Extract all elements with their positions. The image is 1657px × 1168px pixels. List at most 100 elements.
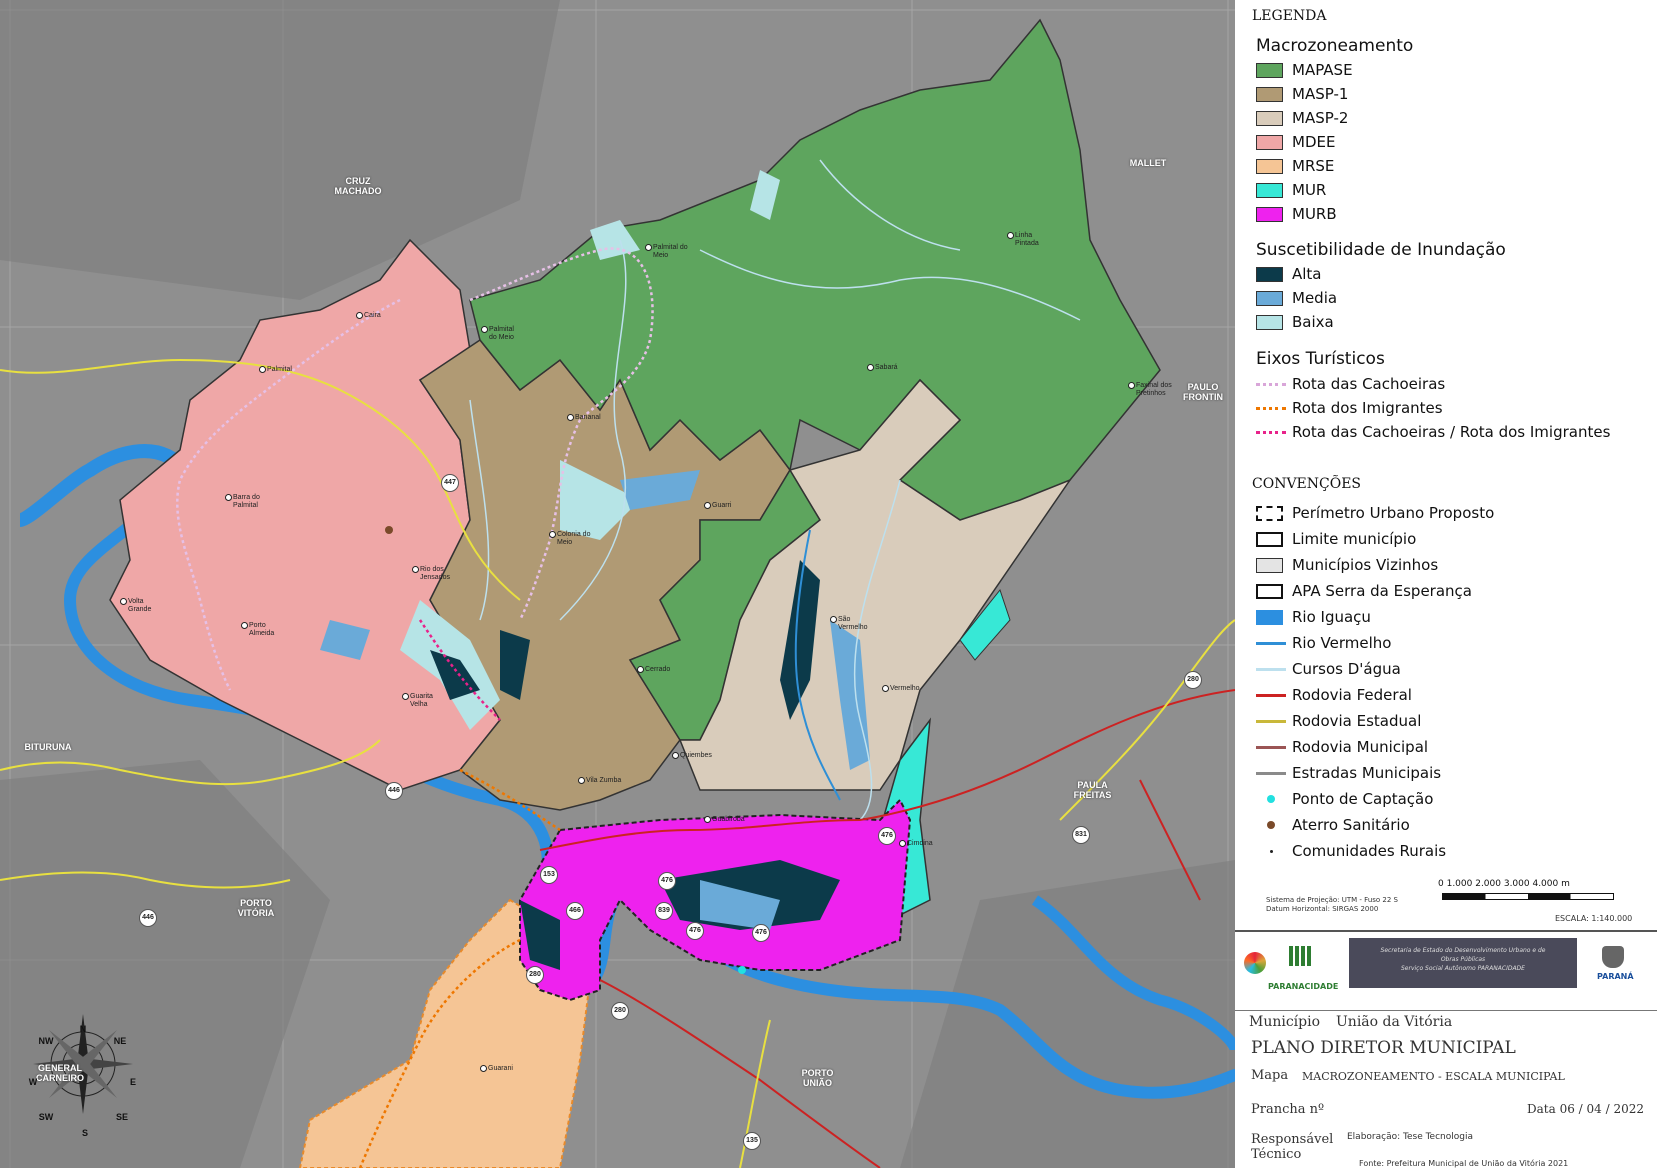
tourism-title: Eixos Turísticos [1256, 349, 1385, 369]
prancha-label: Prancha nº [1251, 1102, 1325, 1117]
legend-label: MUR [1292, 181, 1327, 199]
place-label: Palmital do Meio [481, 326, 519, 342]
place-label: Sabará [867, 364, 915, 372]
legend-row-convention: Perímetro Urbano Proposto [1256, 503, 1494, 523]
legend-label: Comunidades Rurais [1292, 842, 1447, 860]
zone-masp2 [678, 378, 1073, 791]
rota-imigrantes [358, 768, 561, 1168]
place-label: Caira [356, 312, 394, 320]
conventions-title: CONVENÇÕES [1252, 476, 1362, 492]
legend-label: Estradas Municipais [1292, 764, 1442, 782]
road-shield: 135 [743, 1132, 761, 1150]
legend-label: Ponto de Captação [1292, 790, 1434, 808]
road-shield: 447 [441, 474, 459, 492]
place-label: Palmital [259, 366, 297, 374]
rota-cachoeiras-imigrantes [418, 619, 501, 721]
legend-row-flood: Media [1256, 288, 1337, 308]
swatch [1256, 206, 1283, 222]
symbol [1256, 745, 1286, 749]
legend-row-macrozone: MASP-2 [1256, 108, 1348, 128]
road-shield: 476 [658, 872, 676, 890]
label-general-carneiro: GENERAL CARNEIRO [35, 1063, 84, 1083]
legend-row-macrozone: MDEE [1256, 132, 1335, 152]
paranacidade-logo-text: PARANACIDADE [1268, 982, 1339, 991]
label-porto-uniao: PORTO UNIÃO [801, 1068, 834, 1088]
legend-label: MRSE [1292, 157, 1335, 175]
legend-row-macrozone: MASP-1 [1256, 84, 1348, 104]
swatch [1256, 110, 1283, 126]
legend-row-convention: Estradas Municipais [1256, 763, 1441, 783]
mapa-value: MACROZONEAMENTO - ESCALA MUNICIPAL [1302, 1070, 1565, 1083]
flood-title: Suscetibilidade de Inundação [1256, 240, 1506, 260]
place-label: Barra do Palmital [225, 494, 273, 510]
place-label: Guarri [704, 502, 752, 510]
road-shield: 446 [139, 909, 157, 927]
zone-mur-north [959, 588, 1011, 661]
legend-row-convention: Rio Iguaçu [1256, 607, 1371, 627]
compass-ne: NE [113, 1036, 127, 1046]
swatch [1256, 62, 1283, 78]
place-label: Guarita Velha [402, 693, 450, 709]
legend-label: Rodovia Federal [1292, 686, 1412, 704]
legend-title: LEGENDA [1252, 8, 1327, 24]
symbol [1256, 583, 1283, 599]
scale-bar [1442, 893, 1614, 900]
legend-label: APA Serra da Esperança [1292, 582, 1472, 600]
symbol [1256, 505, 1283, 521]
place-label: Porto Almeida [241, 622, 289, 638]
place-label: Vila Zumba [578, 777, 626, 785]
legend-row-convention: Municípios Vizinhos [1256, 555, 1438, 575]
legend-row-tourism: Rota das Cachoeiras / Rota dos Imigrante… [1256, 422, 1610, 442]
place-label: São Vermelho [830, 616, 878, 632]
label-porto-vitoria: PORTO VITÓRIA [237, 898, 275, 918]
legend-label: Rota das Cachoeiras / Rota dos Imigrante… [1292, 423, 1611, 441]
legend-row-convention: Rodovia Municipal [1256, 737, 1428, 757]
road-shield: 280 [611, 1002, 629, 1020]
place-label: Palmital do Meio [645, 244, 693, 260]
symbol [1256, 641, 1286, 645]
compass-w: W [28, 1077, 38, 1087]
roads [0, 358, 1235, 1168]
rio-iguacu-west [18, 444, 191, 527]
compass-s: S [81, 1128, 88, 1138]
municipio-value: União da Vitória [1336, 1014, 1453, 1030]
symbol [1256, 667, 1286, 671]
parana-logo-text: PARANÁ [1597, 972, 1634, 981]
aterro-sanitario-marker [385, 526, 393, 534]
place-label: Cimdina [899, 840, 947, 848]
map-canvas[interactable]: CRUZ MACHADO MALLET PAULO FRONTIN BITURU… [0, 0, 1235, 1168]
road-shield: 446 [385, 782, 403, 800]
flood-zones [320, 170, 870, 970]
symbol [1256, 849, 1286, 853]
legend-row-convention: Cursos D'água [1256, 659, 1401, 679]
legend-row-convention: Rodovia Federal [1256, 685, 1412, 705]
legend-row-macrozone: MRSE [1256, 156, 1334, 176]
legend-label: MAPASE [1292, 61, 1353, 79]
swatch [1256, 158, 1283, 174]
swatch [1256, 182, 1283, 198]
symbol [1256, 821, 1286, 829]
legend-label: Media [1292, 289, 1338, 307]
swatch [1256, 266, 1283, 282]
place-label: Guabiroba [704, 816, 752, 824]
symbol [1256, 795, 1286, 803]
projection-text: Sistema de Projeção: UTM - Fuso 22 S Dat… [1266, 896, 1398, 913]
data-label: Data 06 / 04 / 2022 [1527, 1102, 1644, 1116]
ponto-captacao-marker [738, 966, 746, 974]
route-symbol [1256, 430, 1286, 434]
compass-n: N [79, 1024, 87, 1034]
legend-label: Baixa [1292, 313, 1334, 331]
parana-crest-icon [1602, 946, 1624, 968]
swatch [1256, 134, 1283, 150]
compass-rose [33, 1014, 133, 1114]
route-symbol [1256, 382, 1286, 386]
legend-row-flood: Baixa [1256, 312, 1334, 332]
place-label: Colonia do Meio [549, 531, 597, 547]
elaboracao-text: Elaboração: Tese Tecnologia [1347, 1132, 1473, 1142]
compass-sw: SW [38, 1112, 54, 1122]
label-mallet: MALLET [1129, 158, 1167, 168]
legend-label: Cursos D'água [1292, 660, 1401, 678]
municipio-label: Município [1249, 1014, 1321, 1030]
agency-block: PARANACIDADE Secretaria de Estado do Des… [1235, 930, 1657, 1011]
